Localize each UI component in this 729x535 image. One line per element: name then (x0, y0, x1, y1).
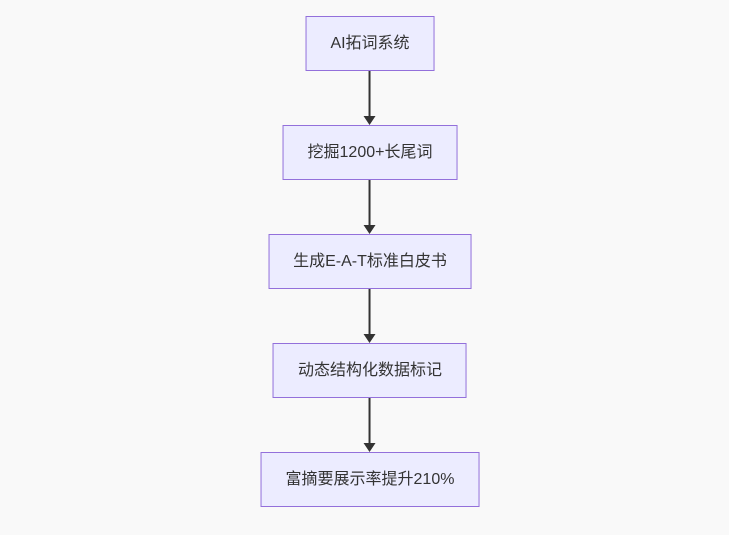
flowchart-node-structured-data-markup: 动态结构化数据标记 (272, 343, 467, 398)
edge-line (369, 289, 371, 335)
arrowhead-icon (364, 334, 376, 343)
node-label: 生成E-A-T标准白皮书 (293, 252, 447, 270)
flowchart-edge-1-2 (363, 71, 377, 125)
flowchart: AI拓词系统 挖掘1200+长尾词 生成E-A-T标准白皮书 动态结构化数据标记 (260, 16, 480, 507)
edge-line (369, 71, 371, 117)
node-label: AI拓词系统 (330, 34, 410, 52)
flowchart-node-ai-expand-system: AI拓词系统 (305, 16, 435, 71)
flowchart-edge-4-5 (363, 398, 377, 452)
edge-line (369, 398, 371, 444)
flowchart-edge-3-4 (363, 289, 377, 343)
arrowhead-icon (364, 443, 376, 452)
flowchart-edge-2-3 (363, 180, 377, 234)
flowchart-node-longtail-keywords: 挖掘1200+长尾词 (282, 125, 458, 180)
flowchart-node-eat-whitepaper: 生成E-A-T标准白皮书 (268, 234, 472, 289)
flowchart-node-rich-snippet-rate: 富摘要展示率提升210% (260, 452, 480, 507)
node-label: 动态结构化数据标记 (297, 361, 442, 379)
arrowhead-icon (364, 225, 376, 234)
node-label: 富摘要展示率提升210% (285, 470, 455, 488)
arrowhead-icon (364, 116, 376, 125)
edge-line (369, 180, 371, 226)
node-label: 挖掘1200+长尾词 (307, 143, 433, 161)
